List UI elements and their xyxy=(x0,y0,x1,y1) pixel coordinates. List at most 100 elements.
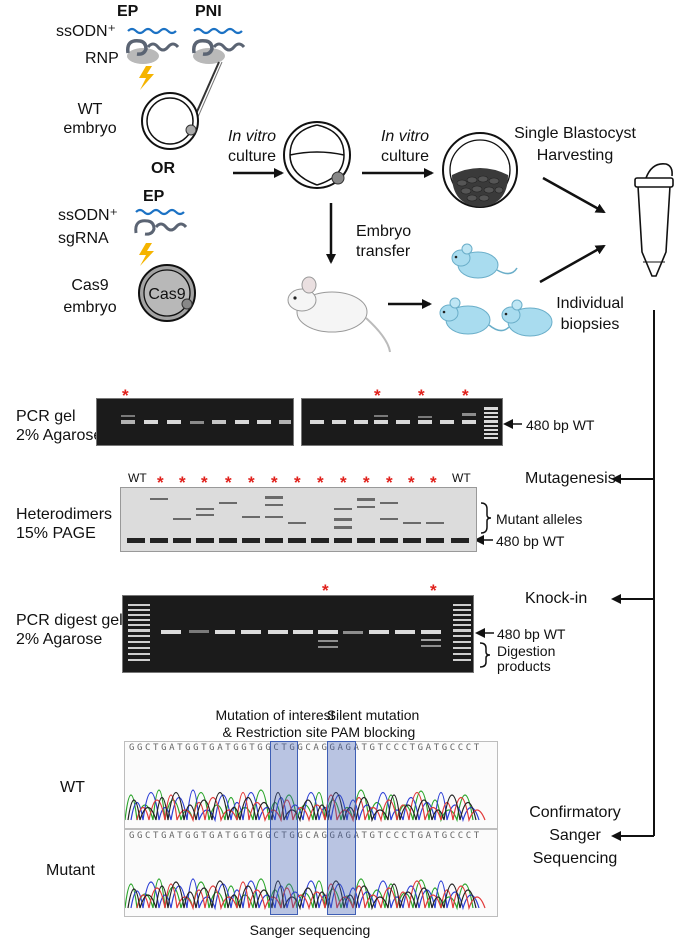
arrow-blasto-to-tube xyxy=(542,176,606,214)
asterisk-6: * xyxy=(179,473,186,492)
mutant-allele-bracket xyxy=(480,502,492,534)
asterisk-3: * xyxy=(418,386,425,405)
page-gel-panel xyxy=(120,487,477,552)
asterisk-4: * xyxy=(462,386,469,405)
rnp-complex-pni xyxy=(192,39,246,64)
single-blastocyst-label-2: Harvesting xyxy=(536,147,614,164)
asterisk-10: * xyxy=(271,473,278,492)
culture-label-2: culture xyxy=(380,148,430,165)
in-vitro-label-2: In vitro xyxy=(380,128,429,145)
pcr-gel-panel-right xyxy=(301,398,503,446)
asterisk-2: * xyxy=(374,386,381,405)
embryo-transfer-label-1: Embryo xyxy=(356,223,412,240)
confirmatory-label-2: Sanger xyxy=(549,827,601,844)
ssodn-wave-pni xyxy=(193,27,243,35)
mutagenesis-label: Mutagenesis xyxy=(525,470,616,487)
asterisk-16: * xyxy=(408,473,415,492)
asterisk-8: * xyxy=(225,473,232,492)
knock-in-label: Knock-in xyxy=(525,590,588,607)
silent-mutation-label-2: PAM blocking xyxy=(330,724,416,740)
wt-embryo-label-2: embryo xyxy=(63,120,117,137)
mutant-alleles-label: Mutant alleles xyxy=(496,511,583,527)
digest-gel-label-1: PCR digest gel xyxy=(16,612,123,629)
asterisk-17: * xyxy=(430,473,437,492)
cas9-embryo-label-1: Cas9 xyxy=(71,277,109,294)
rnp-complex-ep xyxy=(126,39,180,64)
wt-lane-left: WT xyxy=(128,471,147,485)
digestion-bracket xyxy=(479,642,491,668)
asterisk-15: * xyxy=(386,473,393,492)
ssodn-label-2: ssODN⁺ xyxy=(58,207,118,224)
pcr-gel-panel-left xyxy=(96,398,294,446)
silent-mutation-label-1: Silent mutation xyxy=(326,707,420,723)
pup-mouse-icon-3 xyxy=(501,299,553,337)
cas9-embryo-icon xyxy=(138,264,196,322)
wt-chromatogram: GGCTGATGGTGATGGTGGCTGGCAGGAGATGTCCCTGATG… xyxy=(124,741,498,829)
pcr-gel-label-1: PCR gel xyxy=(16,408,76,425)
individual-biopsies-label-2: biopsies xyxy=(560,316,620,333)
asterisk-18: * xyxy=(322,581,329,600)
wt-trace-label: WT xyxy=(60,779,85,796)
embryo-transfer-label-2: transfer xyxy=(356,243,411,260)
or-label: OR xyxy=(151,160,175,177)
blastocyst-icon xyxy=(442,132,518,208)
asterisk-12: * xyxy=(317,473,324,492)
mutant-trace-label: Mutant xyxy=(46,862,95,879)
pup-mouse-icon-1 xyxy=(451,243,518,279)
wt-sequence-text: GGCTGATGGTGATGGTGGCTGGCAGGAGATGTCCCTGATG… xyxy=(129,743,482,753)
ssodn-label: ssODN⁺ xyxy=(56,23,116,40)
asterisk-19: * xyxy=(430,581,437,600)
tube-icon xyxy=(634,162,674,277)
mutation-highlight-box xyxy=(270,741,298,915)
asterisk-11: * xyxy=(294,473,301,492)
ep-label: EP xyxy=(117,3,139,20)
individual-biopsies-label-1: Individual xyxy=(556,295,624,312)
sgrna-icon xyxy=(134,219,188,236)
asterisk-1: * xyxy=(122,386,129,405)
recipient-mouse-icon xyxy=(287,276,391,353)
digest-gel-label-2: 2% Agarose xyxy=(16,631,103,648)
pup-mouse-icon-2 xyxy=(439,297,510,335)
wt-band-label-1: 480 bp WT xyxy=(526,417,595,433)
confirmatory-label-1: Confirmatory xyxy=(529,804,621,821)
cas9-embryo-label-2: embryo xyxy=(63,299,117,316)
in-vitro-label-1: In vitro xyxy=(227,128,276,145)
asterisk-7: * xyxy=(201,473,208,492)
digestion-label-1: Digestion xyxy=(497,643,556,659)
culture-label-1: culture xyxy=(227,148,277,165)
asterisk-9: * xyxy=(248,473,255,492)
asterisk-14: * xyxy=(363,473,370,492)
lightning-icon xyxy=(139,66,154,90)
pam-highlight-box xyxy=(327,741,356,915)
ssodn-wave-ep xyxy=(127,27,177,35)
wt-lane-right: WT xyxy=(452,471,471,485)
mutation-interest-label-2: & Restriction site xyxy=(222,724,328,740)
asterisk-13: * xyxy=(340,473,347,492)
sgrna-label: sgRNA xyxy=(58,230,109,247)
mutant-chromatogram: GGCTGATGGTGATGGTGGCTGGCAGGAGATGTCCCTGATG… xyxy=(124,829,498,917)
arrow-pups-to-tube xyxy=(539,244,606,284)
asterisk-5: * xyxy=(157,473,164,492)
mutation-interest-label-1: Mutation of interest xyxy=(215,707,335,723)
wt-embryo-icon xyxy=(141,92,199,150)
wt-band-label-3: 480 bp WT xyxy=(497,626,566,642)
mutant-sequence-text: GGCTGATGGTGATGGTGGCTGGCAGGAGATGTCCCTGATG… xyxy=(129,831,482,841)
digestion-label-2: products xyxy=(497,658,551,674)
pni-label: PNI xyxy=(195,3,222,20)
wt-embryo-label-1: WT xyxy=(77,101,103,118)
wt-band-label-2: 480 bp WT xyxy=(496,533,565,549)
pcr-gel-label-2: 2% Agarose xyxy=(16,427,103,444)
cas9-inner-label: Cas9 xyxy=(148,286,186,303)
lightning-icon-2 xyxy=(139,243,154,266)
rnp-label: RNP xyxy=(85,50,119,67)
sanger-caption: Sanger sequencing xyxy=(249,922,371,938)
four-cell-embryo-icon xyxy=(283,121,351,189)
digest-gel-panel xyxy=(122,595,474,673)
ssodn-wave-cas9 xyxy=(135,208,185,216)
heterodimers-label-2: 15% PAGE xyxy=(16,525,96,542)
single-blastocyst-label-1: Single Blastocyst xyxy=(514,125,636,142)
heterodimers-label-1: Heterodimers xyxy=(16,506,113,523)
confirmatory-label-3: Sequencing xyxy=(532,850,618,867)
ep-label-2: EP xyxy=(143,188,165,205)
